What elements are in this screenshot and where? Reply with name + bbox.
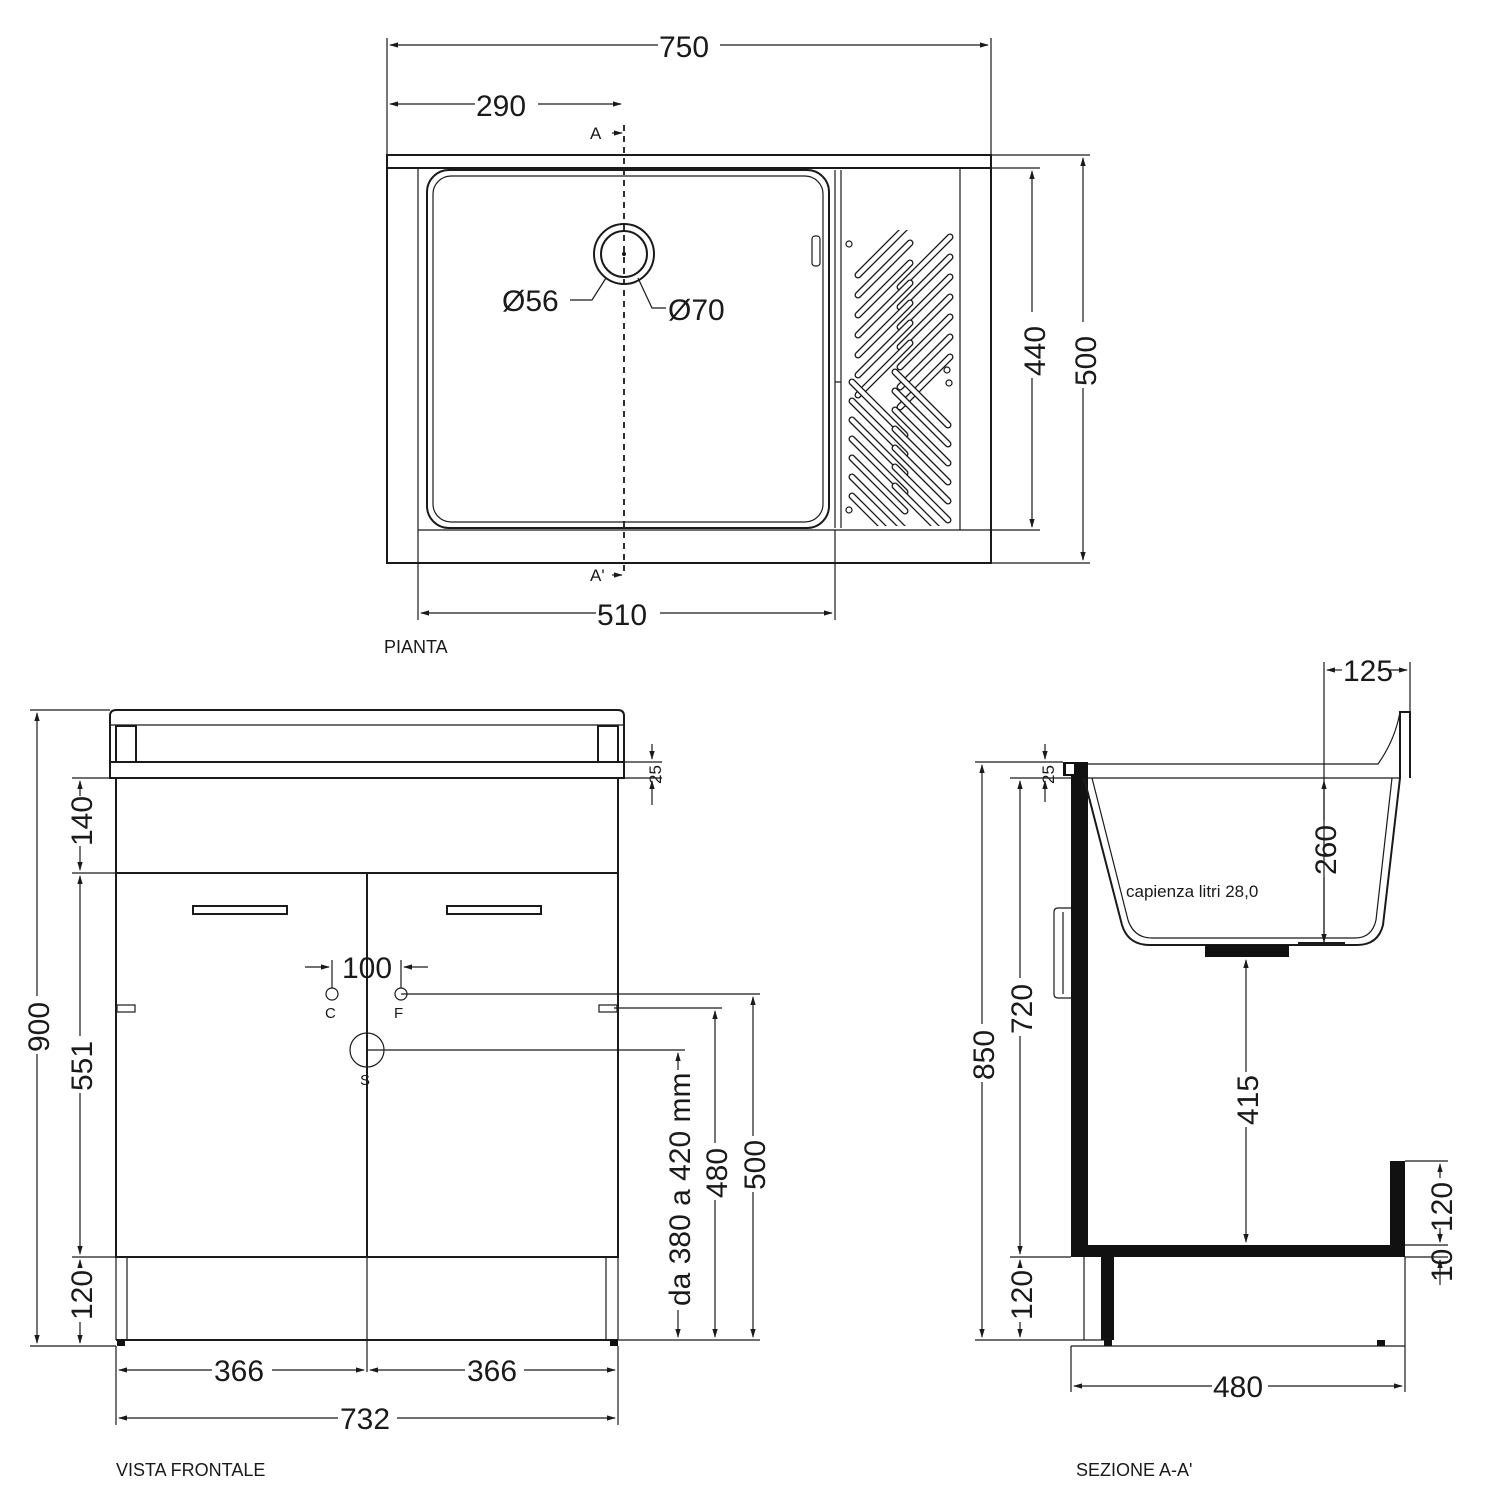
plan-view: A A' Ø56 Ø70 750 290 510 440 500 (384, 31, 1103, 657)
section-dim-plinth: 120 (1006, 1270, 1039, 1320)
plan-dim-overall-width: 750 (659, 31, 709, 64)
section-door-handle (1053, 907, 1071, 999)
drain-inner-ring (600, 230, 648, 278)
plan-dim-drain-offset: 290 (476, 90, 526, 123)
section-capacity: capienza litri 28,0 (1126, 882, 1258, 901)
plan-dim-inner-depth: 440 (1019, 326, 1052, 376)
drain-outer-diameter: Ø70 (668, 294, 725, 327)
section-dim-floor-gap: 10 (1426, 1249, 1459, 1282)
section-drain-trap (1205, 945, 1289, 957)
front-basin-top (109, 709, 625, 778)
washboard-rib (892, 407, 951, 466)
washboard-rib (897, 334, 953, 390)
washboard-rib (849, 493, 886, 526)
washboard-rib (849, 455, 908, 514)
section-dim-depth: 480 (1213, 1371, 1263, 1404)
front-dim-top-thickness: 25 (646, 765, 665, 784)
front-dim-door-right: 366 (467, 1355, 517, 1388)
front-dim-hot-height: 480 (701, 1148, 734, 1198)
front-dim-total-height: 900 (23, 1002, 56, 1052)
front-dim-top-band: 140 (66, 796, 99, 846)
section-dim-basin-depth: 260 (1310, 825, 1343, 875)
hot-water-connection (325, 987, 339, 1001)
front-dim-connection-spacing: 100 (342, 952, 392, 985)
door-handle-right (446, 905, 542, 915)
washboard-rib (849, 474, 905, 526)
plan-basin (426, 169, 830, 529)
washboard-rib (897, 314, 953, 370)
washboard-rib (897, 294, 953, 350)
washboard-rib (892, 445, 951, 504)
washboard-rib (892, 369, 951, 428)
section-dim-backsplash: 125 (1343, 655, 1393, 688)
section-plinth (1101, 1257, 1114, 1340)
front-dim-cold-height: 500 (739, 1140, 772, 1190)
front-dim-plinth: 120 (66, 1270, 99, 1320)
hot-water-label: C (325, 1005, 336, 1022)
washboard-rib (897, 254, 953, 310)
washboard-rib (855, 260, 913, 318)
section-bottom-panel (1071, 1245, 1405, 1257)
section-caption: SEZIONE A-A' (1076, 1460, 1192, 1480)
washboard-rib (897, 274, 953, 330)
section-dim-height-720: 720 (1006, 984, 1039, 1034)
section-front-panel (1071, 762, 1088, 1257)
section-dim-drain-clearance: 415 (1232, 1075, 1265, 1125)
front-view: C F S 100 da 380 a 420 mm 480 500 25 (23, 709, 772, 1480)
front-dim-overall-width: 732 (340, 1403, 390, 1436)
washboard-rib (897, 234, 953, 290)
washboard-rib (855, 300, 913, 358)
washboard-rib (855, 240, 913, 298)
section-mark-top: A (590, 124, 602, 143)
section-mark-bottom: A' (590, 566, 605, 585)
washboard-rib (855, 340, 913, 398)
washboard-rib (855, 280, 913, 338)
front-dim-door-left: 366 (214, 1355, 264, 1388)
washboard-rib (855, 230, 907, 278)
cold-water-label: F (394, 1005, 403, 1022)
section-back-panel (1390, 1161, 1405, 1257)
front-top-slab (109, 761, 625, 779)
front-dim-drain-range: da 380 a 420 mm (664, 1073, 697, 1306)
drain-label: S (360, 1072, 370, 1089)
front-dim-door-height: 551 (66, 1041, 99, 1091)
washboard-rib (892, 464, 951, 523)
washboard-rib (897, 354, 953, 410)
hinge-left (116, 1004, 136, 1013)
section-view: capienza litri 28,0 125 260 415 25 850 7… (968, 655, 1459, 1480)
plan-outline (386, 154, 992, 564)
plan-caption: PIANTA (384, 637, 448, 657)
washboard-rib (855, 320, 913, 378)
front-caption: VISTA FRONTALE (116, 1460, 265, 1480)
plan-dim-basin-width: 510 (597, 599, 647, 632)
washboard-rib (892, 388, 951, 447)
drain-inner-diameter: Ø56 (502, 285, 559, 318)
front-top-band (115, 777, 619, 874)
section-dim-top-thickness: 25 (1039, 765, 1058, 784)
section-dim-height-850: 850 (968, 1030, 1001, 1080)
washboard-rib (892, 483, 939, 526)
washboard-rib (892, 426, 951, 485)
door-handle-left (192, 905, 288, 915)
plan-dim-overall-depth: 500 (1070, 336, 1103, 386)
section-dim-back-panel: 120 (1426, 1182, 1459, 1232)
washboard-ribs (848, 230, 954, 526)
